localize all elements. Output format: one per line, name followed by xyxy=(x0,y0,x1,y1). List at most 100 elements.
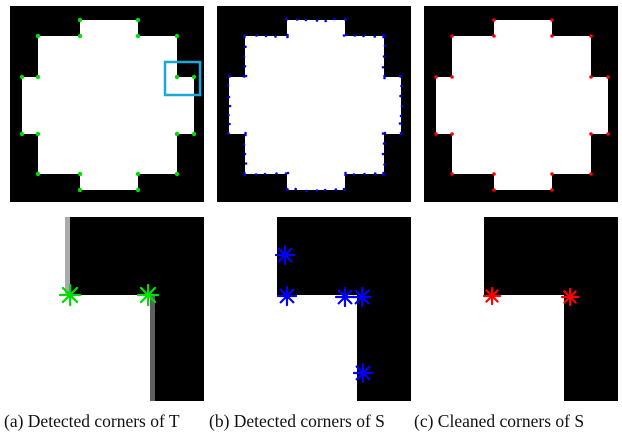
corner-marker-b-3 xyxy=(315,19,319,22)
corner-marker-c-15 xyxy=(434,132,438,136)
corner-marker-a-2 xyxy=(135,33,141,39)
corner-marker-b-66 xyxy=(228,104,232,108)
corner-marker-c-12 xyxy=(492,172,496,176)
corner-marker-b-33 xyxy=(383,163,386,166)
panel-b-zoom-black xyxy=(277,217,411,401)
panel-c-zoom-black xyxy=(484,217,618,401)
corner-marker-c-8 xyxy=(589,172,593,176)
panel-c-zoom-image xyxy=(424,217,618,401)
corner-marker-b-11 xyxy=(362,34,365,38)
corner-marker-a-19 xyxy=(77,33,83,39)
corner-marker-b-65 xyxy=(227,113,230,117)
corner-marker-b-75 xyxy=(244,45,247,49)
corner-marker-b-13 xyxy=(382,35,385,39)
corner-marker-a-0 xyxy=(77,17,83,23)
corner-marker-b-5 xyxy=(333,17,336,21)
corner-marker-c-1 xyxy=(550,18,554,22)
corner-marker-a-1 xyxy=(135,17,141,23)
corner-marker-b-74 xyxy=(242,55,246,58)
corner-marker-c-4 xyxy=(589,75,593,79)
corner-marker-c-18 xyxy=(450,34,454,38)
corner-marker-b-23 xyxy=(399,94,402,98)
corner-marker-b-67 xyxy=(227,95,231,99)
panel-b-zoom xyxy=(217,217,411,401)
corner-marker-a-16 xyxy=(19,74,25,80)
corner-marker-b-52 xyxy=(275,172,278,175)
corner-marker-a-17 xyxy=(35,74,41,80)
zoom-corner-b-0 xyxy=(274,244,296,266)
caption-a: (a) Detected corners of T xyxy=(4,411,180,431)
corner-marker-b-4 xyxy=(324,19,327,23)
corner-marker-b-59 xyxy=(242,143,246,146)
zoom-corner-a-2 xyxy=(136,283,160,307)
zoom-corner-b-2 xyxy=(334,286,356,308)
corner-marker-c-13 xyxy=(450,172,454,176)
corner-marker-a-6 xyxy=(191,131,197,137)
corner-marker-b-36 xyxy=(373,172,377,175)
corner-marker-b-56 xyxy=(243,171,246,175)
panel-a-overview xyxy=(10,6,204,202)
corner-marker-c-7 xyxy=(589,132,593,136)
corner-marker-a-12 xyxy=(77,171,83,177)
corner-marker-a-9 xyxy=(135,171,141,177)
corner-marker-b-58 xyxy=(243,152,247,156)
corner-marker-b-37 xyxy=(363,172,366,176)
zoom-corner-c-2 xyxy=(560,287,580,307)
corner-marker-b-76 xyxy=(243,35,246,39)
corner-marker-b-22 xyxy=(400,84,403,88)
corner-marker-b-68 xyxy=(226,84,230,87)
corner-marker-b-26 xyxy=(398,122,402,125)
panel-a-zoom xyxy=(10,217,204,401)
corner-marker-a-15 xyxy=(19,131,25,137)
corner-marker-b-14 xyxy=(382,33,385,37)
corner-marker-b-70 xyxy=(227,74,231,78)
corner-marker-b-71 xyxy=(242,75,246,78)
corner-marker-b-7 xyxy=(343,17,347,21)
panel-a-zoom-edge-blur-2 xyxy=(150,295,155,401)
corner-marker-c-19 xyxy=(492,34,496,38)
corner-marker-b-47 xyxy=(294,187,297,191)
corner-marker-a-11 xyxy=(77,187,83,193)
corner-marker-b-10 xyxy=(353,34,357,37)
panel-b-overview xyxy=(217,6,411,202)
corner-marker-b-32 xyxy=(381,152,385,156)
corner-marker-c-3 xyxy=(589,34,593,38)
corner-marker-b-63 xyxy=(226,131,230,135)
corner-marker-b-53 xyxy=(263,172,267,176)
zoom-corner-a-1 xyxy=(58,283,82,307)
panel-c-overview-image xyxy=(424,6,618,202)
corner-marker-b-38 xyxy=(352,173,356,176)
panel-b-shape xyxy=(229,20,401,190)
corner-marker-a-14 xyxy=(35,131,41,137)
corner-marker-b-83 xyxy=(285,18,288,21)
corner-marker-b-29 xyxy=(381,132,385,135)
corner-marker-a-8 xyxy=(174,171,180,177)
panel-a-zoom-black xyxy=(70,217,204,401)
corner-marker-b-82 xyxy=(286,33,289,37)
corner-marker-b-28 xyxy=(399,131,403,135)
corner-marker-c-0 xyxy=(492,18,496,22)
panel-c-shape xyxy=(436,20,608,190)
corner-marker-c-16 xyxy=(434,75,438,79)
corner-marker-b-54 xyxy=(254,173,258,176)
corner-marker-b-50 xyxy=(284,172,288,175)
panel-a-shape xyxy=(22,20,194,190)
corner-marker-b-21 xyxy=(398,74,402,78)
corner-marker-a-7 xyxy=(174,131,180,137)
corner-marker-b-18 xyxy=(383,76,386,80)
corner-marker-b-1 xyxy=(295,18,299,21)
corner-marker-a-5 xyxy=(191,74,197,80)
corner-marker-b-60 xyxy=(244,133,247,137)
zoom-corner-b-4 xyxy=(352,362,374,384)
corner-marker-b-72 xyxy=(244,74,248,78)
corner-marker-b-35 xyxy=(382,171,385,175)
corner-marker-b-39 xyxy=(344,173,347,177)
corner-marker-a-18 xyxy=(35,33,41,39)
corner-marker-b-2 xyxy=(304,18,308,22)
corner-marker-b-42 xyxy=(342,187,346,191)
corner-marker-b-12 xyxy=(373,35,377,38)
corner-marker-b-73 xyxy=(243,64,247,68)
corner-marker-c-10 xyxy=(550,188,554,192)
caption-b: (b) Detected corners of S xyxy=(209,411,385,431)
corner-marker-b-61 xyxy=(244,131,247,135)
